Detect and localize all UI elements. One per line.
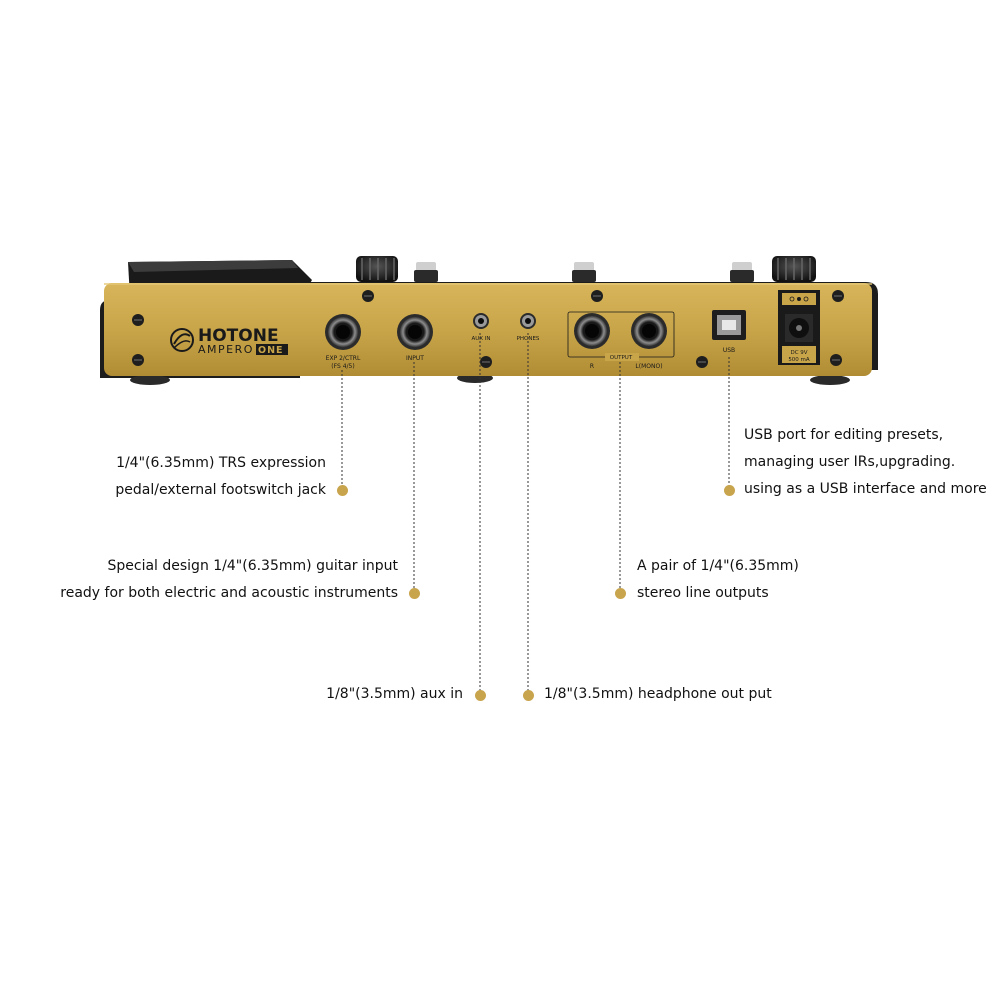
- exp-ctrl-label: EXP 2/CTRL: [326, 355, 361, 362]
- output-r-jack: [574, 313, 610, 349]
- input-label: INPUT: [406, 355, 424, 362]
- phones-callout-line1: 1/8"(3.5mm) headphone out put: [544, 686, 772, 702]
- exp-callout-dot: [337, 485, 348, 496]
- footswitch-3: [730, 262, 754, 282]
- exp-ctrl-sublabel: (FS 4/5): [331, 363, 354, 370]
- input-callout-line1: Special design 1/4"(6.35mm) guitar input: [107, 558, 398, 574]
- phones-callout: 1/8"(3.5mm) headphone out put: [544, 681, 772, 708]
- gold-panel: [104, 283, 872, 376]
- exp-callout-line1: 1/4"(6.35mm) TRS expression: [116, 455, 326, 471]
- output-callout: A pair of 1/4"(6.35mm) stereo line outpu…: [637, 553, 799, 607]
- aux-in-label: AUX IN: [471, 336, 490, 342]
- output-r-label: R: [590, 363, 594, 370]
- hotone-logo: HOTONE AMPERO ONE: [170, 326, 288, 356]
- aux-callout-line1: 1/8"(3.5mm) aux in: [326, 686, 463, 702]
- panel-screws: [132, 290, 844, 368]
- top-knob-right: [772, 256, 816, 282]
- usb-callout-dot: [724, 485, 735, 496]
- exp-callout: 1/4"(6.35mm) TRS expression pedal/extern…: [115, 450, 326, 504]
- top-knob-left: [356, 256, 398, 282]
- input-jack: [397, 314, 433, 350]
- usb-label: USB: [723, 347, 735, 354]
- aux-callout: 1/8"(3.5mm) aux in: [326, 681, 463, 708]
- usb-port: [712, 310, 746, 340]
- model-prefix: AMPERO: [198, 343, 254, 356]
- input-callout-line2: ready for both electric and acoustic ins…: [60, 585, 398, 601]
- aux-callout-dot: [475, 690, 486, 701]
- model-suffix: ONE: [258, 345, 284, 356]
- foot-right: [810, 375, 850, 385]
- footswitch-1: [414, 262, 438, 282]
- output-callout-line2: stereo line outputs: [637, 585, 769, 601]
- dc-label-current: 500 mA: [788, 357, 810, 363]
- usb-callout: USB port for editing presets, managing u…: [744, 422, 987, 503]
- output-l-jack: [631, 313, 667, 349]
- foot-left: [130, 375, 170, 385]
- usb-callout-line2: managing user IRs,upgrading.: [744, 454, 956, 470]
- input-callout-dot: [409, 588, 420, 599]
- leader-lines: [341, 333, 730, 694]
- exp-ctrl-jack: [325, 314, 361, 350]
- phones-jack: [520, 313, 536, 329]
- brand-name: HOTONE: [198, 326, 279, 346]
- usb-callout-line1: USB port for editing presets,: [744, 427, 944, 443]
- usb-callout-line3: using as a USB interface and more: [744, 481, 987, 497]
- dc-power-jack: [778, 290, 820, 365]
- input-callout: Special design 1/4"(6.35mm) guitar input…: [60, 553, 398, 607]
- aux-in-jack: [473, 313, 489, 329]
- output-callout-dot: [615, 588, 626, 599]
- footswitch-2: [572, 262, 596, 282]
- exp-callout-line2: pedal/external footswitch jack: [115, 482, 326, 498]
- output-callout-line1: A pair of 1/4"(6.35mm): [637, 558, 799, 574]
- dc-label-voltage: DC 9V: [790, 350, 807, 356]
- output-label: OUTPUT: [610, 355, 633, 361]
- output-l-label: L(MONO): [635, 363, 662, 370]
- phones-callout-dot: [523, 690, 534, 701]
